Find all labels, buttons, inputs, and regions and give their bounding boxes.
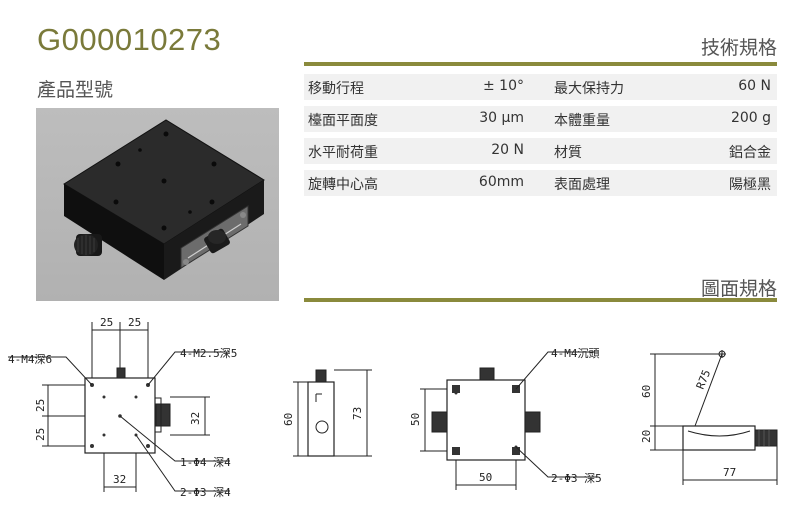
product-subtitle: 產品型號 — [37, 79, 114, 101]
bottom-dim-left: 50 — [409, 413, 422, 426]
spec-label: 最大保持力 — [554, 81, 624, 97]
dim-bottom: 32 — [113, 473, 126, 486]
drawing-section-title: 圖面規格 — [700, 278, 777, 300]
top-view-knob — [116, 367, 126, 379]
front-view-knob — [754, 429, 778, 447]
dim-top-left: 25 — [100, 316, 113, 329]
dim-right: 32 — [189, 412, 202, 425]
spec-label: 表面處理 — [554, 177, 610, 193]
bottom-view-knob-right — [524, 411, 541, 433]
spec-value: 60mm — [478, 174, 524, 190]
spec-row: 旋轉中心高 60mm 表面處理 陽極黑 — [304, 170, 777, 196]
side-view-knob — [315, 369, 327, 383]
spec-value: 陽極黑 — [729, 177, 771, 193]
spec-label: 本體重量 — [554, 113, 610, 129]
front-dim-radius: R75 — [694, 368, 713, 391]
side-view-body — [307, 381, 335, 457]
spec-value: 60 N — [738, 78, 771, 94]
drawing-divider — [304, 298, 777, 302]
spec-table: 移動行程 ± 10° 最大保持力 60 N 檯面平面度 30 μm 本體重量 2… — [304, 74, 777, 202]
callout-phi3: 2-Φ3 深4 — [180, 486, 231, 499]
spec-value: 200 g — [730, 110, 771, 126]
spec-label: 材質 — [554, 145, 582, 161]
front-view-body — [682, 425, 756, 451]
product-code: G000010273 — [37, 22, 222, 57]
top-view-side-knob — [155, 403, 171, 427]
side-dim-left: 60 — [282, 413, 295, 426]
product-photo — [36, 108, 279, 301]
rotation-stage-image — [63, 119, 265, 280]
spec-row: 檯面平面度 30 μm 本體重量 200 g — [304, 106, 777, 132]
spec-divider — [304, 62, 777, 66]
spec-section-title: 技術規格 — [700, 37, 777, 59]
spec-value: ± 10° — [483, 78, 524, 94]
bottom-dim-bottom: 50 — [479, 471, 492, 484]
spec-label: 檯面平面度 — [308, 113, 378, 129]
callout-m4: 4-M4深6 — [8, 353, 52, 366]
front-dim-height-top: 60 — [640, 385, 653, 398]
dim-top-right: 25 — [128, 316, 141, 329]
spec-label: 水平耐荷重 — [308, 145, 378, 161]
callout-m25: 4-M2.5深5 — [180, 347, 237, 360]
spec-label: 移動行程 — [308, 81, 364, 97]
bottom-callout-m4: 4-M4沉頭 — [551, 347, 600, 360]
top-view-plate — [154, 397, 162, 433]
callout-phi4: 1-Φ4 深4 — [180, 456, 231, 469]
front-dim-height-bottom: 20 — [640, 430, 653, 443]
spec-value: 20 N — [491, 142, 524, 158]
spec-row: 水平耐荷重 20 N 材質 鋁合金 — [304, 138, 777, 164]
spec-row: 移動行程 ± 10° 最大保持力 60 N — [304, 74, 777, 100]
front-dim-width: 77 — [723, 466, 736, 479]
bottom-callout-phi3: 2-Φ3 深5 — [551, 472, 602, 485]
dim-left-top: 25 — [34, 399, 47, 412]
spec-label: 旋轉中心高 — [308, 177, 378, 193]
drawings-svg: 25 25 25 25 32 32 4-M4深6 4-M2.5深5 1-Φ4 深… — [8, 316, 778, 499]
side-dim-right: 73 — [351, 407, 364, 420]
bottom-view-knob — [479, 367, 495, 381]
spec-value: 鋁合金 — [729, 145, 771, 161]
dim-left-bottom: 25 — [34, 428, 47, 441]
spec-value: 30 μm — [479, 110, 524, 126]
technical-drawings: 25 25 25 25 32 32 4-M4深6 4-M2.5深5 1-Φ4 深… — [0, 305, 800, 514]
bottom-view-knob-left — [431, 411, 448, 433]
